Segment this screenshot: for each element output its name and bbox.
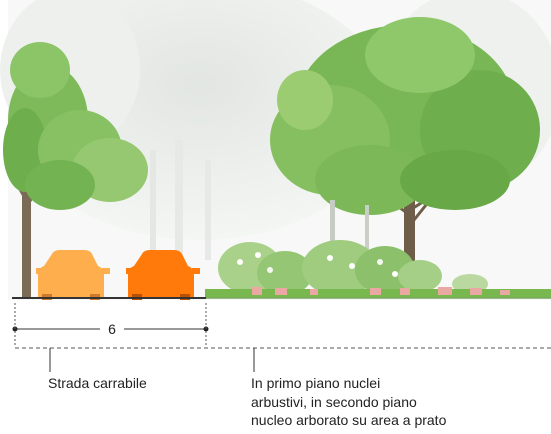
left-tree [3, 42, 148, 297]
green-caption-line-1: In primo piano nuclei [251, 375, 381, 391]
grass-strip [205, 287, 551, 298]
green-caption-line-3: nucleo arborato su area a prato [251, 412, 447, 428]
green-area-caption: In primo piano nuclei arbustivi, in seco… [251, 374, 541, 430]
background-trunks [330, 200, 369, 270]
right-tree [270, 17, 540, 265]
dimension-value: 6 [100, 321, 124, 337]
road-caption-text: Strada carrabile [48, 375, 147, 391]
leader-lines [49, 348, 255, 372]
road-caption: Strada carrabile [48, 374, 238, 393]
green-caption-line-2: arbustivi, in secondo piano [251, 393, 417, 410]
